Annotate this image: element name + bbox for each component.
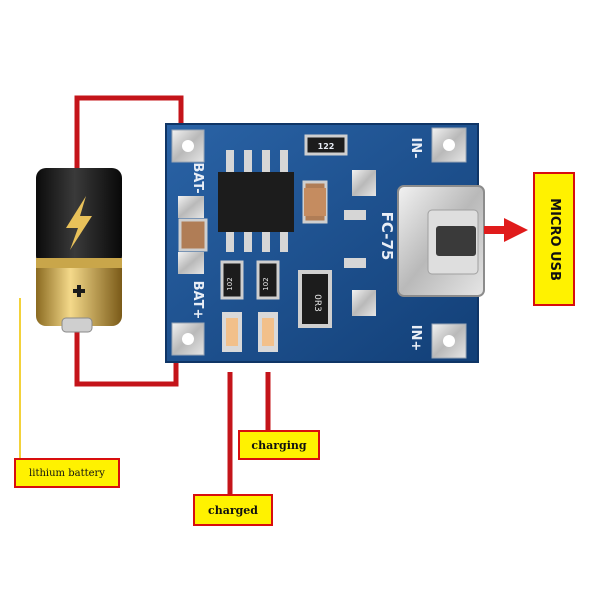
label-lithium-battery: lithium battery [14,458,120,488]
res-led1-code: 102 [226,277,234,290]
label-charged: charged [193,494,273,526]
plus-icon [73,285,85,297]
label-micro-usb-text: MICRO USB [546,197,562,281]
lightning-icon [66,196,92,250]
silk-model: FC-75 [378,212,396,261]
led-charged [222,312,242,352]
silk-bat-minus: BAT- [190,162,205,193]
label-charged-text: charged [208,503,258,517]
res-top-code: 122 [318,142,335,151]
wires [74,95,271,496]
battery [36,168,122,333]
ic-chip [218,150,294,252]
label-micro-usb: MICRO USB [533,172,575,306]
wire-battery-positive [74,324,179,387]
led-charging [258,312,278,352]
res-led2-code: 102 [262,277,270,290]
silk-bat-plus: BAT+ [190,281,205,320]
label-charging-text: charging [251,438,307,452]
micro-usb-connector [397,185,485,297]
silk-in-plus: IN+ [408,325,423,352]
res-big-code: 0R3 [312,294,322,312]
arrow-to-micro-usb [484,218,528,242]
pcb-board: 122 102 102 0R3 BAT- BAT+ IN- IN [165,123,485,363]
label-charging: charging [238,430,320,460]
silk-in-minus: IN- [408,137,423,158]
wire-battery-negative [74,95,184,176]
label-lithium-battery-text: lithium battery [29,467,105,479]
